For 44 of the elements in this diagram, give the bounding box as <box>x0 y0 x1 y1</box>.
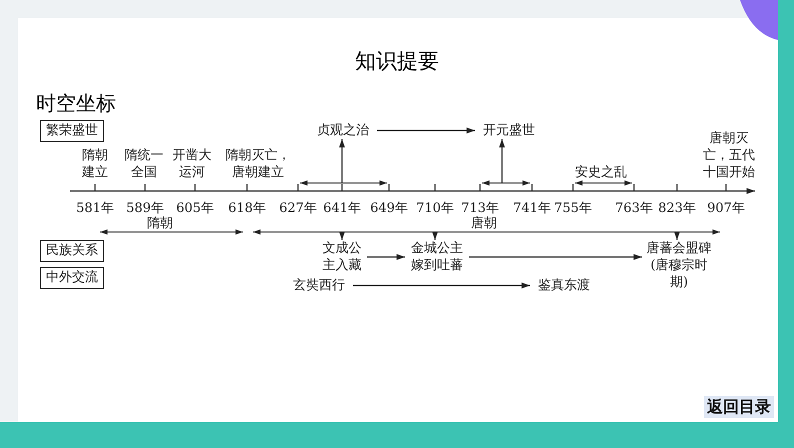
event-text: 金城公主嫁到吐蕃 <box>408 240 466 274</box>
year-label: 823年 <box>657 200 697 217</box>
period-label: 隋朝 <box>146 215 174 232</box>
year-label: 605年 <box>175 200 215 217</box>
arrow <box>353 282 530 288</box>
period-label: 唐朝 <box>470 215 498 232</box>
arrow <box>339 232 345 240</box>
category-box: 民族关系 <box>40 240 104 262</box>
event-text: 隋朝灭亡，唐朝建立 <box>224 147 292 181</box>
event-text: 玄奘西行 <box>288 277 350 294</box>
event-text: 隋朝建立 <box>81 147 109 181</box>
arrow <box>469 254 642 260</box>
year-label: 713年 <box>460 200 500 216</box>
year-label: 907年 <box>706 200 746 217</box>
year-label: 710年 <box>415 200 455 217</box>
event-text: 唐蕃会盟碑(唐穆宗时期) <box>645 240 713 291</box>
year-label: 581年 <box>75 200 115 217</box>
year-label: 755年 <box>553 200 593 217</box>
event-text: 鉴真东渡 <box>533 277 595 294</box>
arrow <box>367 254 405 260</box>
event-text: 贞观之治 <box>312 122 374 139</box>
back-button: 返回目录 <box>704 396 774 418</box>
arrow <box>499 139 505 183</box>
event-text: 隋统一全国 <box>124 147 164 181</box>
arrow <box>339 139 345 183</box>
year-label: 618年 <box>227 200 267 217</box>
category-box: 繁荣盛世 <box>40 120 104 142</box>
category-box: 中外交流 <box>40 267 104 289</box>
section-heading: 时空坐标 <box>36 90 117 116</box>
event-text: 开凿大运河 <box>172 147 212 181</box>
arrow <box>377 128 475 134</box>
event-text: 唐朝灭亡，五代十国开始 <box>702 130 756 181</box>
year-label: 763年 <box>614 200 654 217</box>
event-text: 文成公主入藏 <box>320 240 364 274</box>
year-label: 627年 <box>278 200 318 217</box>
year-label: 641年 <box>322 200 362 217</box>
event-text: 开元盛世 <box>478 122 540 139</box>
arrow <box>674 232 680 240</box>
title: 知识提要 <box>354 48 440 74</box>
event-text: 安史之乱 <box>574 164 628 181</box>
arrow <box>432 232 438 240</box>
year-label: 741年 <box>512 200 552 217</box>
year-label: 649年 <box>369 200 409 217</box>
year-label: 589年 <box>125 200 165 216</box>
